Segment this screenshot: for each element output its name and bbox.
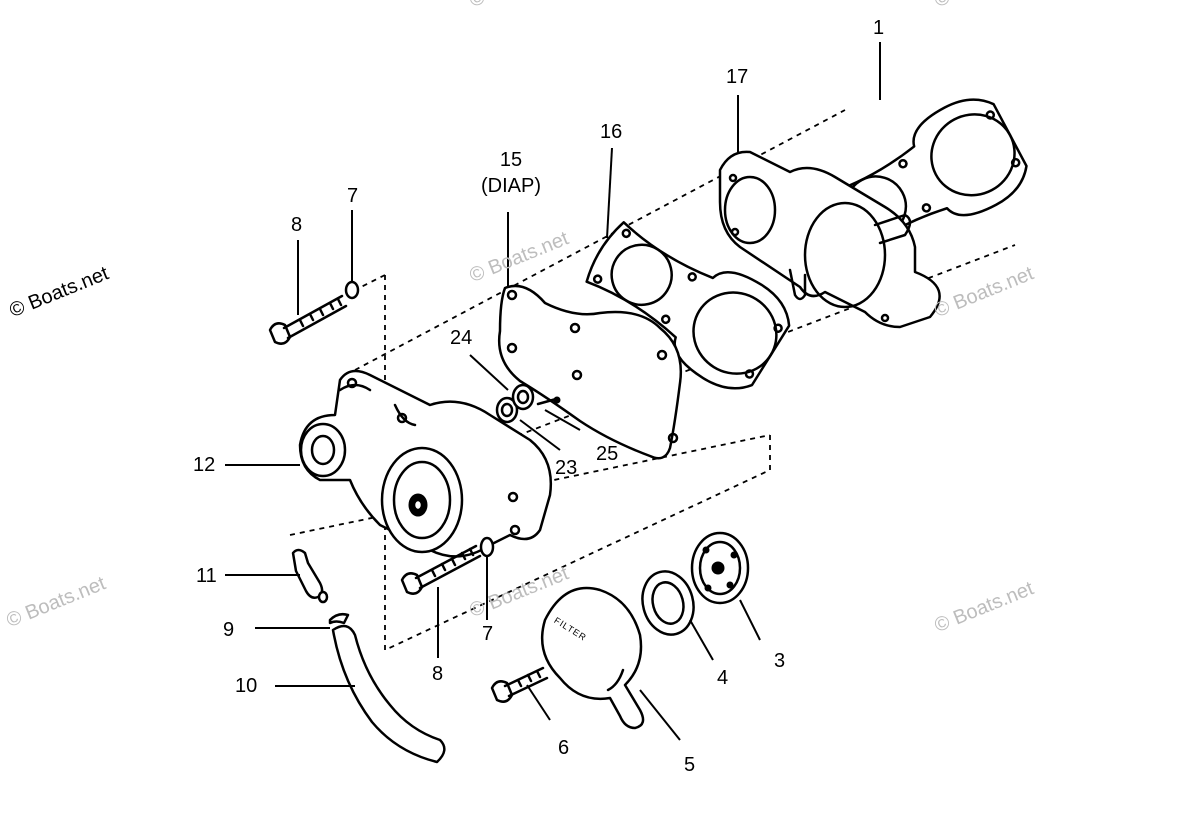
part-7-lower-washer [479, 536, 495, 558]
part-3-filter-screen [690, 531, 750, 605]
callout-15-number: 15 [499, 149, 523, 171]
callout-1: 1 [873, 17, 885, 39]
callout-23: 23 [555, 457, 578, 479]
callout-6: 6 [558, 737, 570, 759]
callout-17: 17 [726, 66, 749, 88]
callout-15-sub: (DIAP) [481, 175, 541, 197]
callout-25: 25 [596, 443, 619, 465]
part-12-pump-housing [298, 369, 552, 558]
callout-15: 15 (DIAP) [470, 150, 552, 196]
part-11-fitting [291, 548, 329, 604]
callout-7-lower: 7 [482, 623, 494, 645]
part-4-gasket-ring [641, 570, 695, 636]
callout-24: 24 [450, 327, 473, 349]
callout-12: 12 [193, 454, 216, 476]
part-15-diaphragm [497, 284, 682, 460]
part-17-pump-body [718, 150, 941, 329]
callout-16: 16 [600, 121, 623, 143]
callout-8-lower: 8 [432, 663, 444, 685]
callout-9: 9 [223, 619, 235, 641]
part-16-gasket [585, 221, 791, 390]
part-8-upper-screw [268, 294, 348, 345]
callout-7-upper: 7 [347, 185, 359, 207]
part-9-clamp [328, 612, 350, 625]
assembly-guide-lines [289, 109, 1016, 652]
part-6-screw [490, 666, 549, 703]
part-5-filter-bowl [540, 586, 645, 730]
callout-8-upper: 8 [291, 214, 303, 236]
callout-3: 3 [774, 650, 786, 672]
part-8-lower-screw [400, 544, 482, 595]
callout-4: 4 [717, 667, 729, 689]
part-7-upper-washer [344, 280, 360, 300]
part-10-hose [331, 624, 446, 764]
parts-23-24-25-valve-hardware [495, 383, 561, 424]
callout-10: 10 [235, 675, 258, 697]
callout-5: 5 [684, 754, 696, 776]
leader-lines [225, 42, 881, 741]
callout-11: 11 [196, 565, 217, 587]
